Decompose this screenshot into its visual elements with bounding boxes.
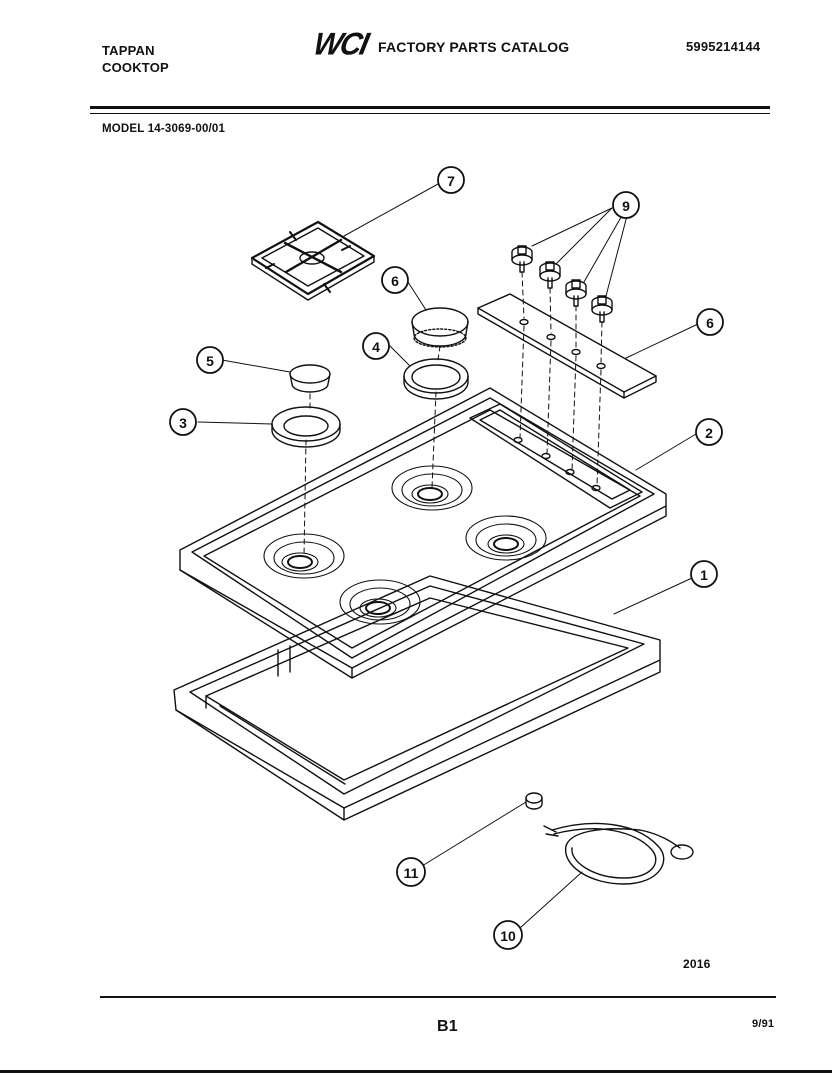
callout-6-cap-number: 6 <box>391 273 399 289</box>
part-11-plug <box>525 792 543 810</box>
callout-9-number: 9 <box>622 198 630 214</box>
callout-10 <box>493 920 523 950</box>
callout-10-number: 10 <box>500 928 516 944</box>
bottom-edge-rule <box>0 1070 832 1073</box>
brand-block: TAPPAN COOKTOP <box>102 42 169 76</box>
callout-9 <box>612 191 640 219</box>
brand-name: TAPPAN <box>102 43 155 58</box>
part-7-grate <box>250 220 376 301</box>
page-code: B1 <box>437 1018 458 1035</box>
product-type: COOKTOP <box>102 60 169 75</box>
catalog-number: 5995214144 <box>686 39 761 54</box>
part-8-control-panel <box>477 293 657 399</box>
callout-6-cap <box>381 266 409 294</box>
footer-rule <box>100 996 776 998</box>
callout-5-number: 5 <box>206 353 214 369</box>
header-rule-thin <box>90 113 770 114</box>
callout-2 <box>695 418 723 446</box>
part-2-cooktop-top <box>179 387 667 679</box>
revision-date: 9/91 <box>752 1018 775 1030</box>
callout-11-number: 11 <box>404 865 419 881</box>
callout-7-number: 7 <box>447 173 455 189</box>
callout-1 <box>690 560 718 588</box>
callout-4 <box>362 332 390 360</box>
catalog-title: FACTORY PARTS CATALOG <box>378 39 570 55</box>
callout-7 <box>437 166 465 194</box>
callout-4-number: 4 <box>372 339 380 355</box>
model-number: MODEL 14-3069-00/01 <box>102 123 226 135</box>
callout-6-panel <box>696 308 724 336</box>
drawing-number: 2016 <box>683 957 711 971</box>
part-5-burner-cap <box>289 364 331 393</box>
callout-2-number: 2 <box>705 425 713 441</box>
part-10-wire-harness <box>543 822 694 885</box>
callout-3-number: 3 <box>179 415 187 431</box>
callout-5 <box>196 346 224 374</box>
callout-6-panel-number: 6 <box>706 315 714 331</box>
callout-3 <box>169 408 197 436</box>
callout-11 <box>396 857 426 887</box>
part-1-bottom-pan <box>173 575 661 821</box>
callout-1-number: 1 <box>700 567 708 583</box>
part-6-burner-cap <box>411 307 469 348</box>
header-rule <box>90 106 770 109</box>
